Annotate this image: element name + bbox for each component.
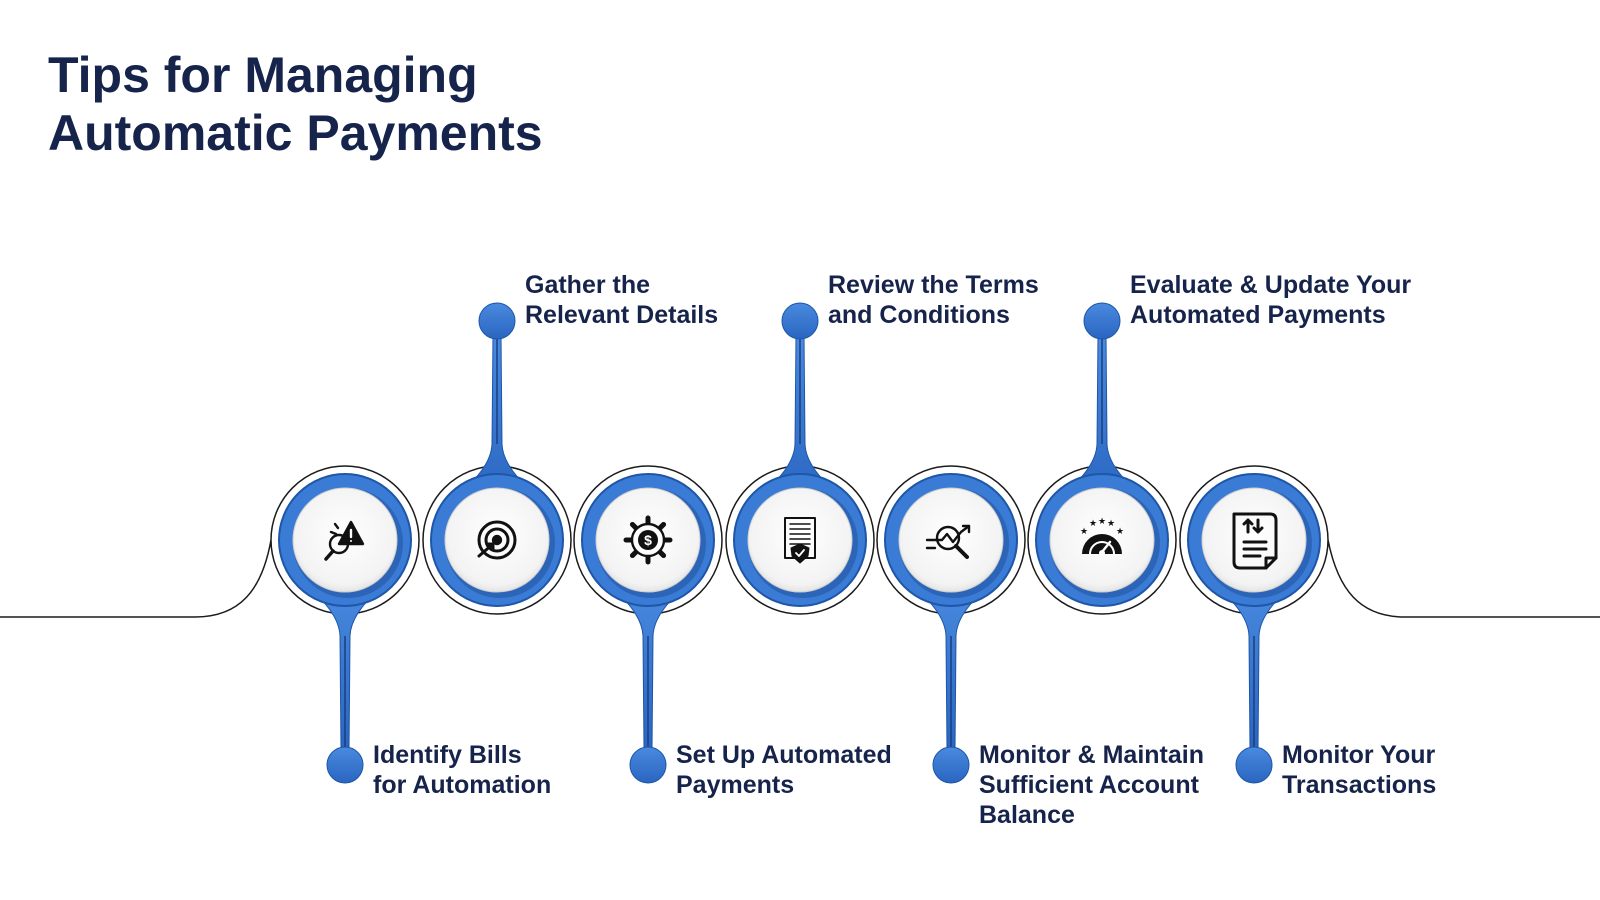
transactions-document-icon (1232, 512, 1278, 570)
step-node-5 (876, 465, 1026, 784)
target-icon (477, 520, 517, 560)
document-shield-icon (784, 517, 816, 564)
step-node-7 (1179, 465, 1329, 784)
label-line: Sufficient Account (979, 771, 1199, 799)
inner-disc (747, 487, 853, 593)
magnifier-trend-icon (925, 524, 971, 559)
step-node-2 (422, 302, 572, 615)
label-line: Transactions (1282, 771, 1437, 799)
inner-disc (1201, 487, 1307, 593)
title-line-2: Automatic Payments (48, 105, 543, 161)
pin-dot (781, 302, 819, 340)
svg-text:★: ★ (1107, 519, 1115, 529)
label-line: for Automation (373, 771, 552, 799)
pin-dot (478, 302, 516, 340)
label-line: Monitor & Maintain (979, 741, 1204, 769)
step-node-4 (725, 302, 875, 615)
label-line: Relevant Details (525, 301, 719, 329)
rating-gauge-icon: ★★★★★ (1080, 517, 1124, 556)
step-nodes-layer: $★★★★★ (270, 302, 1329, 784)
pin-dot (629, 746, 667, 784)
step-node-6: ★★★★★ (1027, 302, 1177, 615)
pin-dot (326, 746, 364, 784)
svg-text:★: ★ (1116, 527, 1124, 537)
label-line: Set Up Automated (676, 741, 892, 769)
pin-dot (1083, 302, 1121, 340)
label-line: Gather the (525, 271, 651, 299)
title-line-1: Tips for Managing (48, 47, 478, 103)
label-line: Monitor Your (1282, 741, 1436, 769)
label-line: Automated Payments (1130, 301, 1386, 329)
dollar-gear-icon: $ (623, 515, 673, 565)
svg-text:★: ★ (1098, 517, 1106, 527)
label-line: Identify Bills (373, 741, 522, 769)
svg-text:$: $ (644, 532, 652, 548)
step-node-3: $ (573, 465, 723, 784)
label-line: Payments (676, 771, 795, 799)
label-line: Review the Terms (828, 271, 1039, 299)
pin-dot (932, 746, 970, 784)
search-warning-icon (324, 520, 365, 561)
label-line: Balance (979, 801, 1075, 829)
pin-dot (1235, 746, 1273, 784)
lead-line-left (0, 539, 272, 618)
page-title: Tips for Managing Automatic Payments (48, 46, 543, 162)
svg-text:★: ★ (1080, 527, 1088, 537)
lead-line-right (1327, 539, 1600, 618)
step-node-1 (270, 465, 420, 784)
label-line: and Conditions (828, 301, 1010, 329)
svg-text:★: ★ (1089, 519, 1097, 529)
connector-line-layer (0, 539, 1600, 618)
label-line: Evaluate & Update Your (1130, 271, 1412, 299)
